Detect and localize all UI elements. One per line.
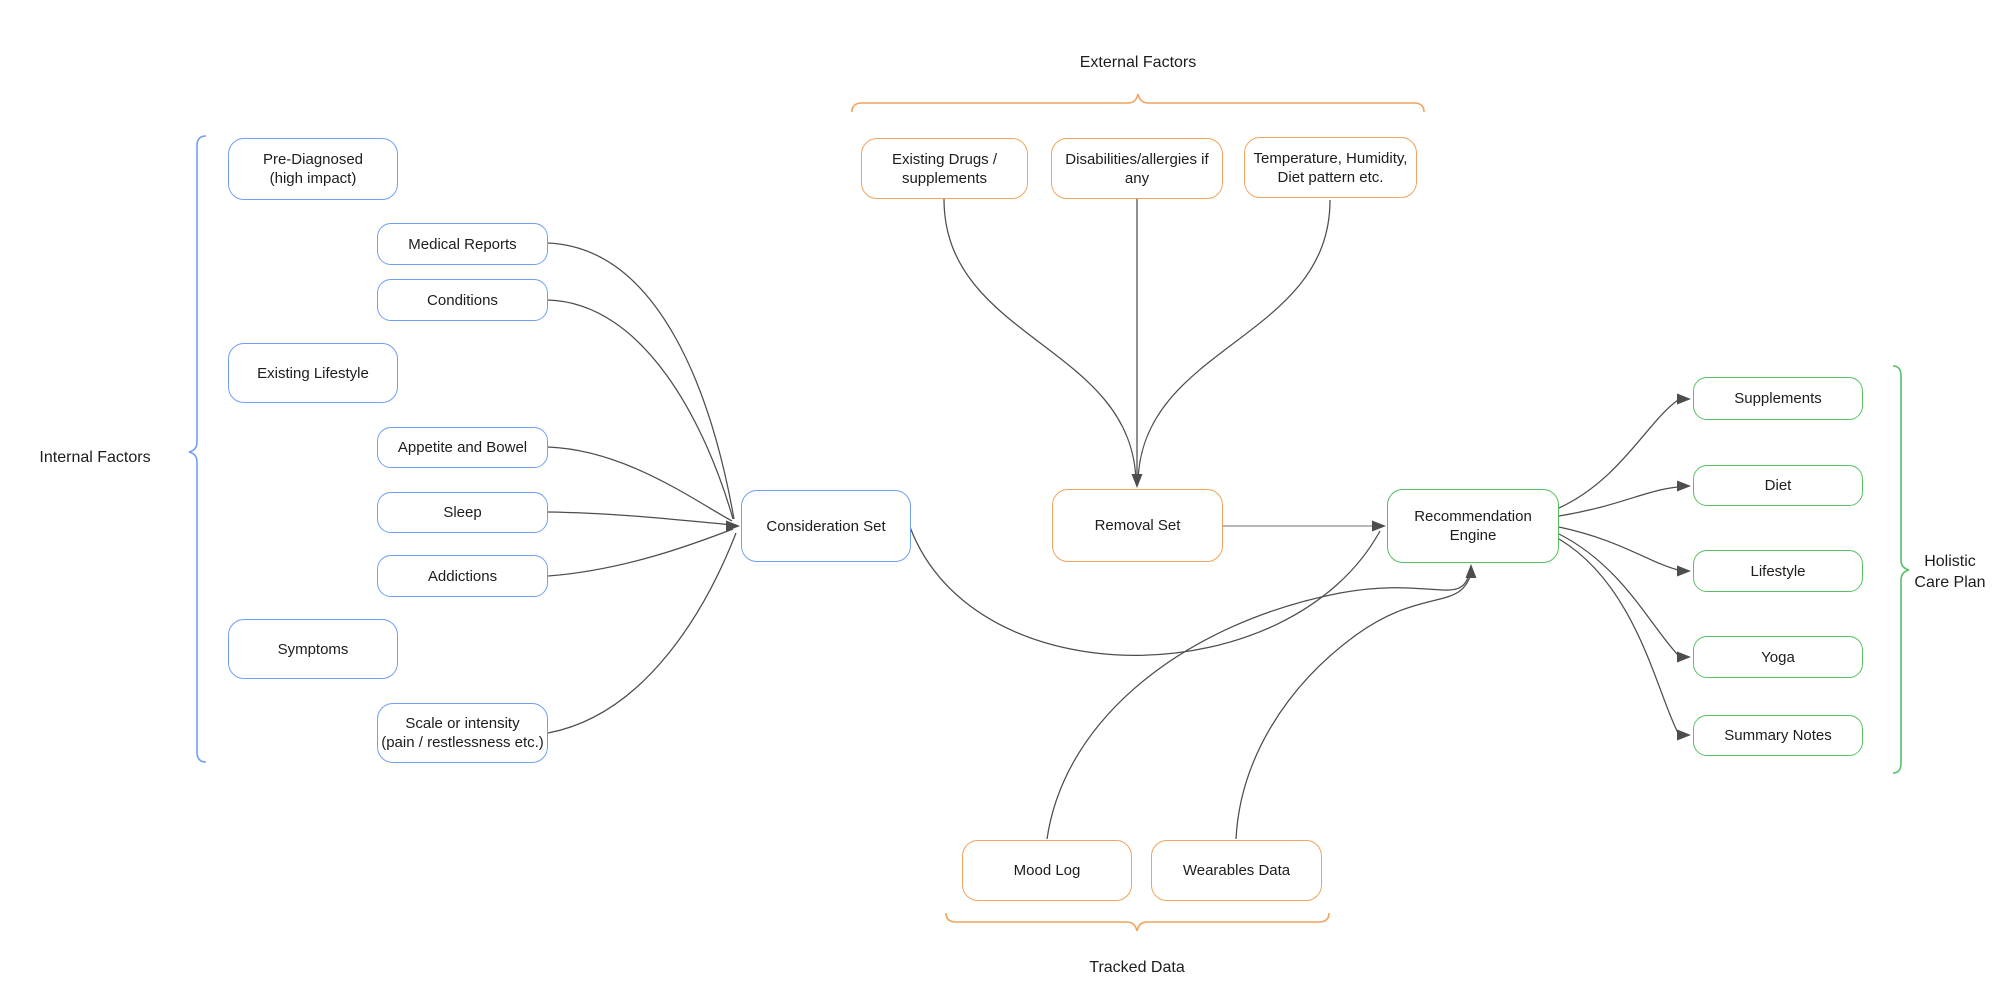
tracked-data-bracket xyxy=(945,912,1330,932)
node-summary-notes[interactable]: Summary Notes xyxy=(1693,715,1863,756)
node-symptoms[interactable]: Symptoms xyxy=(228,619,398,679)
internal-factors-label: Internal Factors xyxy=(39,449,151,466)
edge-mood-log-to-recommendation-engine xyxy=(1046,569,1471,840)
node-disabilities[interactable]: Disabilities/allergies if any xyxy=(1051,138,1223,199)
edge-temperature-to-removal-set xyxy=(1137,199,1331,483)
holistic-care-plan-label: Holistic Care Plan xyxy=(1914,553,1986,591)
edge-engine-to-summary-notes xyxy=(1558,538,1679,734)
node-scale-or-intensity[interactable]: Scale or intensity (pain / restlessness … xyxy=(377,703,548,763)
edge-sleep-to-consideration-set xyxy=(547,511,734,526)
edge-consideration-set-to-recommendation-engine xyxy=(909,526,1381,656)
arrowhead-into-supplements xyxy=(1677,393,1691,405)
internal-factors-bracket xyxy=(188,135,207,763)
edge-engine-to-supplements xyxy=(1558,399,1679,509)
node-lifestyle[interactable]: Lifestyle xyxy=(1693,550,1863,592)
arrowhead-into-yoga xyxy=(1677,651,1691,663)
node-supplements[interactable]: Supplements xyxy=(1693,377,1863,420)
edge-engine-to-yoga xyxy=(1558,533,1679,656)
edge-addictions-to-consideration-set xyxy=(547,528,734,577)
node-consideration-set[interactable]: Consideration Set xyxy=(741,490,911,562)
edge-scale-to-consideration-set xyxy=(547,532,737,734)
node-medical-reports[interactable]: Medical Reports xyxy=(377,223,548,265)
arrowhead-into-summary-notes xyxy=(1677,729,1691,741)
node-existing-drugs[interactable]: Existing Drugs / supplements xyxy=(861,138,1028,199)
node-temperature[interactable]: Temperature, Humidity, Diet pattern etc. xyxy=(1244,137,1417,198)
tracked-data-label: Tracked Data xyxy=(1089,959,1185,976)
arrowhead-into-engine-bottom xyxy=(1465,564,1477,578)
arrowhead-into-consideration-set xyxy=(726,520,740,532)
edge-engine-to-lifestyle xyxy=(1558,526,1679,571)
node-wearables-data[interactable]: Wearables Data xyxy=(1151,840,1322,901)
node-addictions[interactable]: Addictions xyxy=(377,555,548,597)
node-removal-set[interactable]: Removal Set xyxy=(1052,489,1223,562)
node-diet[interactable]: Diet xyxy=(1693,465,1863,506)
holistic-care-plan-bracket xyxy=(1892,365,1910,774)
arrowhead-into-diet xyxy=(1677,480,1691,492)
node-sleep[interactable]: Sleep xyxy=(377,492,548,533)
arrowhead-into-engine-left xyxy=(1372,520,1386,532)
edge-wearables-to-recommendation-engine xyxy=(1235,569,1473,840)
node-pre-diagnosed[interactable]: Pre-Diagnosed (high impact) xyxy=(228,138,398,200)
node-conditions[interactable]: Conditions xyxy=(377,279,548,321)
edge-conditions-to-consideration-set xyxy=(547,299,734,520)
edge-engine-to-diet xyxy=(1558,486,1679,517)
node-mood-log[interactable]: Mood Log xyxy=(962,840,1132,901)
arrowhead-into-lifestyle xyxy=(1677,565,1691,577)
node-existing-lifestyle[interactable]: Existing Lifestyle xyxy=(228,343,398,403)
external-factors-bracket xyxy=(851,93,1425,113)
edge-existing-drugs-to-removal-set xyxy=(943,198,1137,483)
node-recommendation-engine[interactable]: Recommendation Engine xyxy=(1387,489,1559,563)
node-yoga[interactable]: Yoga xyxy=(1693,636,1863,678)
edge-appetite-to-consideration-set xyxy=(547,446,733,522)
node-appetite-and-bowel[interactable]: Appetite and Bowel xyxy=(377,427,548,468)
edge-medical-reports-to-consideration-set xyxy=(547,242,735,520)
external-factors-label: External Factors xyxy=(1079,54,1197,71)
arrowhead-into-removal-set xyxy=(1131,474,1143,488)
